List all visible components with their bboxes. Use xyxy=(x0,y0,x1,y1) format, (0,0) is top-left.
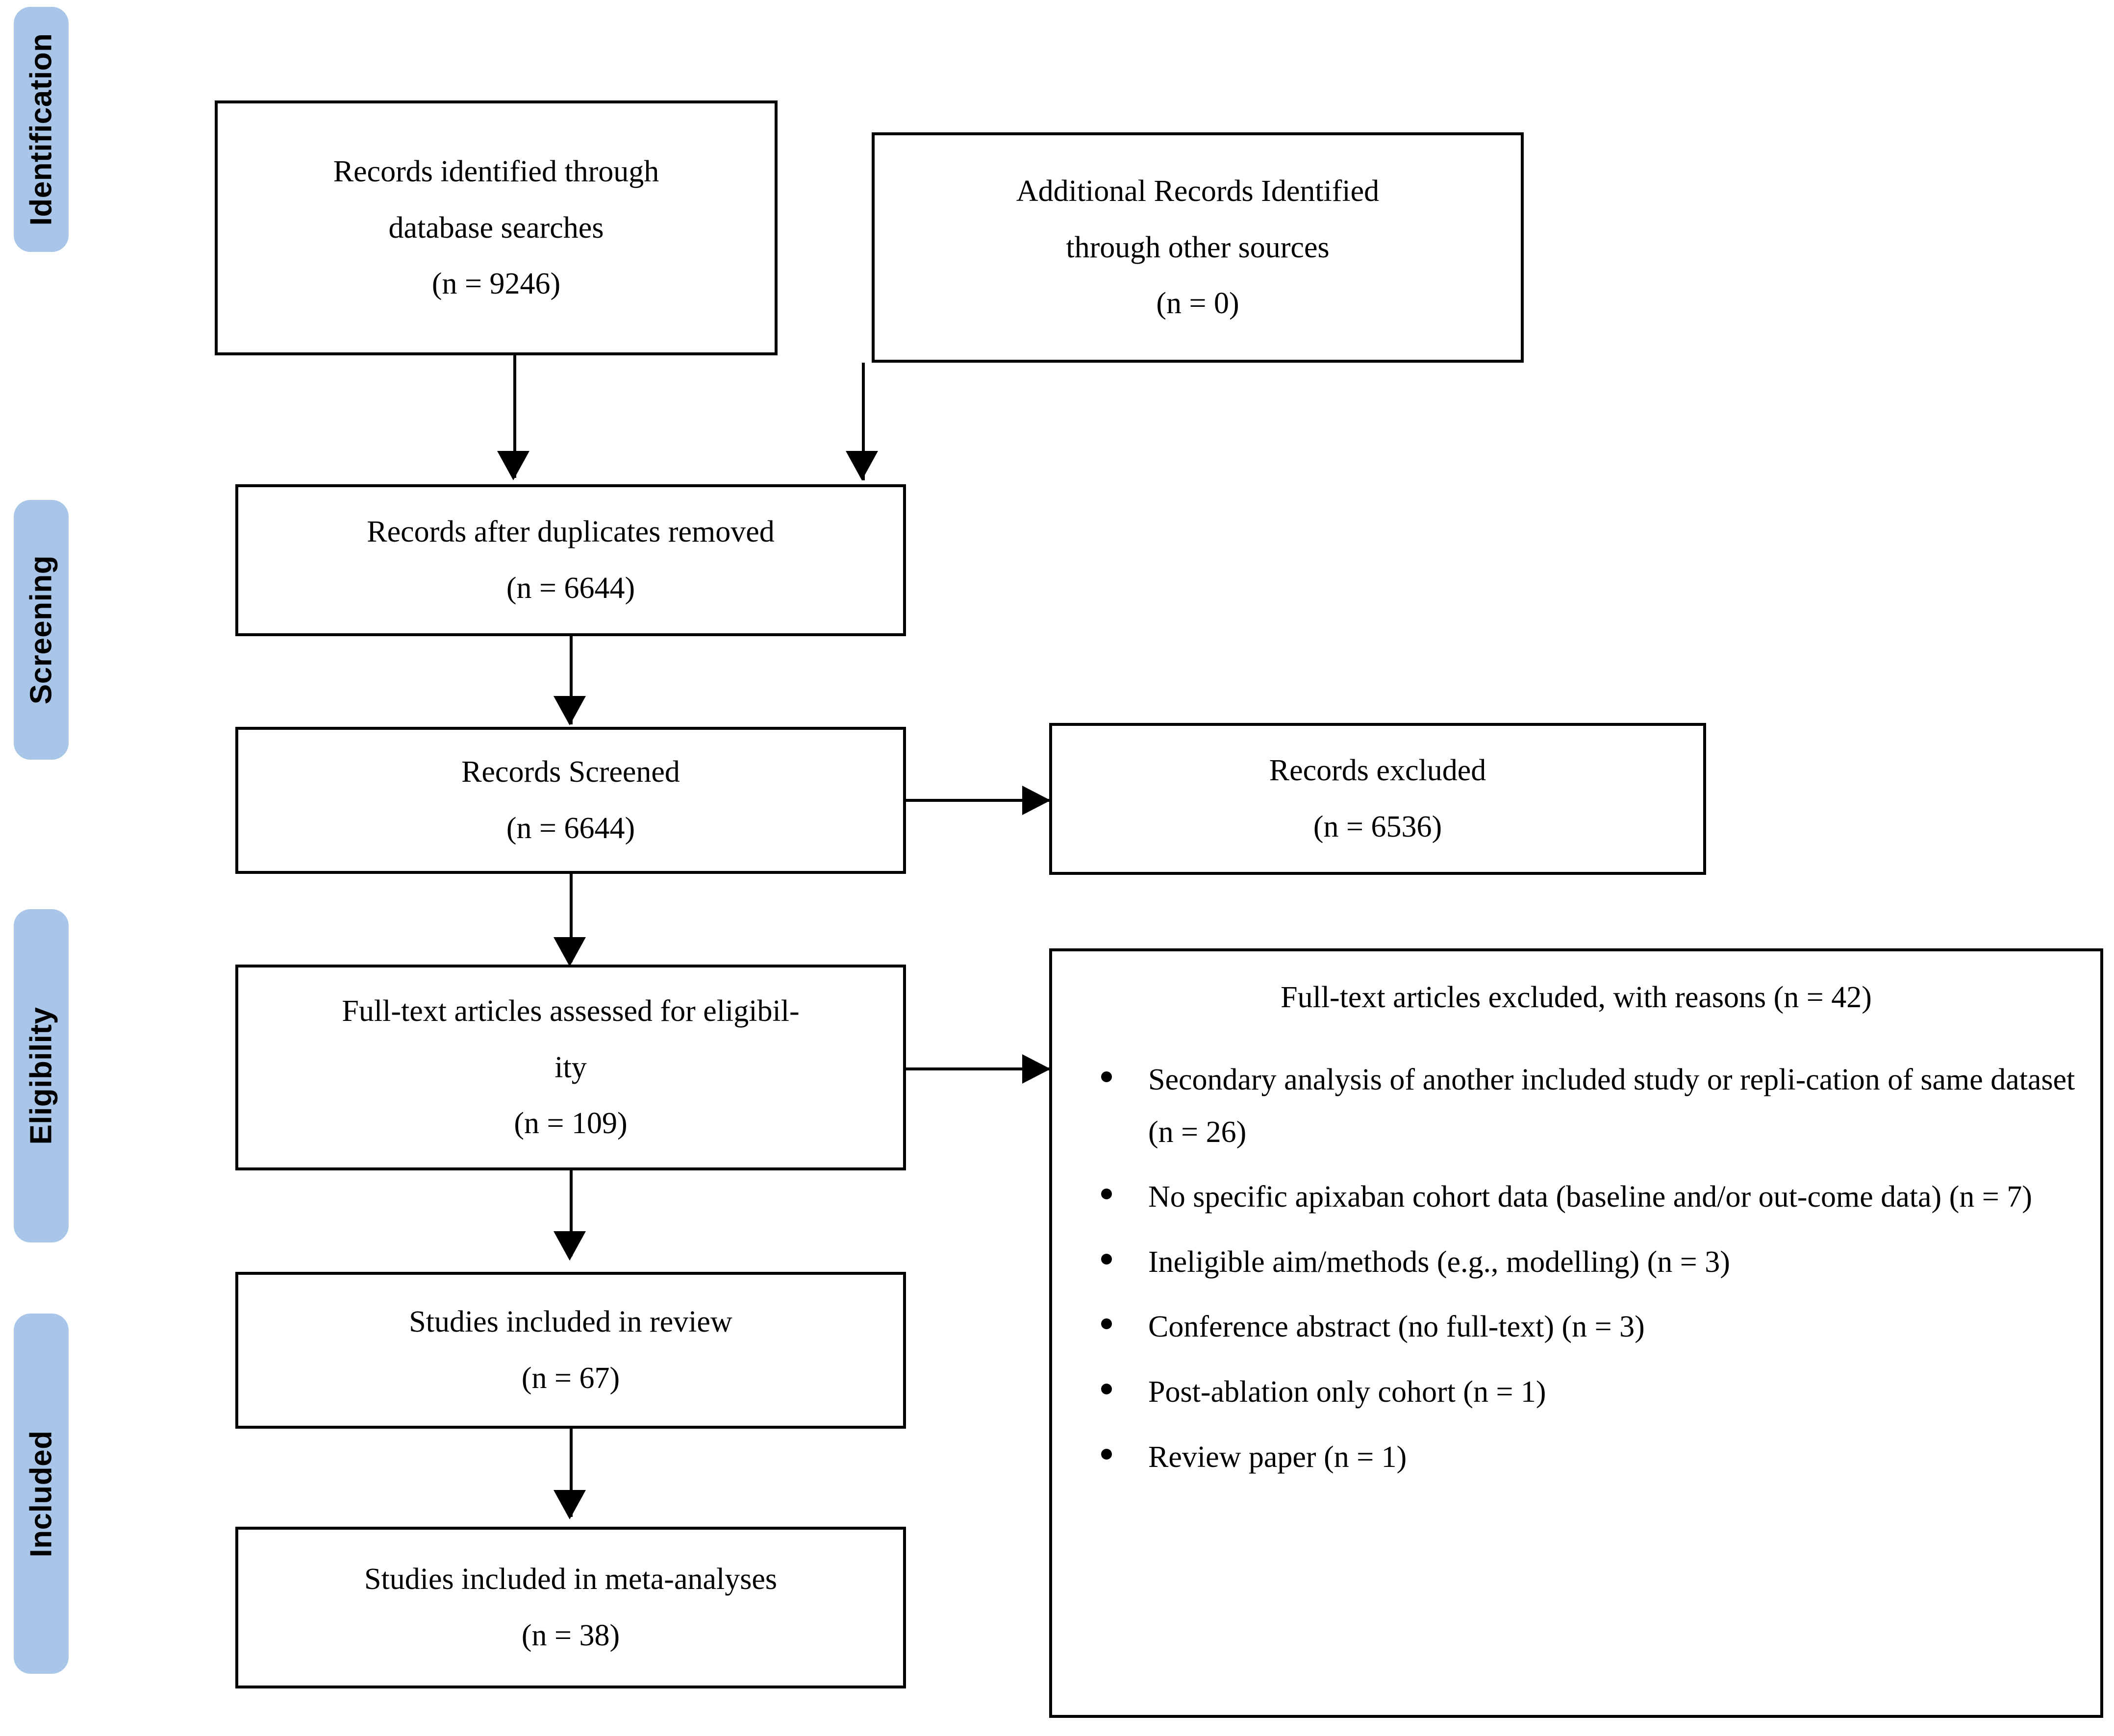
exclusion-reason-text: Ineligible aim/methods (e.g., modelling)… xyxy=(1148,1245,1730,1279)
box-duplicates-removed: Records after duplicates removed (n = 66… xyxy=(235,484,906,636)
exclusion-reason-text: Post-ablation only cohort (n = 1) xyxy=(1148,1375,1546,1409)
exclusion-reason-text: Secondary analysis of another included s… xyxy=(1148,1063,2075,1149)
exclusion-reason-text: Review paper (n = 1) xyxy=(1148,1440,1407,1474)
stage-bar-eligibility: Eligibility xyxy=(14,909,69,1242)
exclusion-reason-item: No specific apixaban cohort data (baseli… xyxy=(1074,1171,2079,1223)
bullet-icon xyxy=(1101,1383,1112,1394)
records-screened-count: (n = 6644) xyxy=(506,812,635,845)
box-studies-meta: Studies included in meta-analyses (n = 3… xyxy=(235,1527,906,1688)
arrowhead-screened-to-fulltext xyxy=(554,937,586,967)
exclusion-reasons-list: Secondary analysis of another included s… xyxy=(1074,1054,2079,1483)
connector-identified-to-duplicates xyxy=(513,355,516,478)
fulltext-excluded-count: (n = 42) xyxy=(1773,981,1872,1014)
arrowhead-identified-to-duplicates xyxy=(497,451,529,480)
stage-bar-included: Included xyxy=(14,1314,69,1674)
connector-screened-to-excluded xyxy=(905,799,1049,802)
additional-records-line1: Additional Records Identified xyxy=(1016,174,1380,208)
additional-records-count: (n = 0) xyxy=(1156,287,1239,321)
arrowhead-additional-to-duplicates xyxy=(846,451,878,480)
bullet-icon xyxy=(1101,1071,1112,1082)
records-identified-count: (n = 9246) xyxy=(431,267,561,301)
box-fulltext-excluded: Full-text articles excluded, with reason… xyxy=(1049,948,2103,1718)
fulltext-assessed-line2: ity xyxy=(554,1050,587,1084)
stage-label-screening: Screening xyxy=(24,555,58,705)
stage-label-included: Included xyxy=(24,1430,58,1557)
box-fulltext-assessed: Full-text articles assessed for eligibil… xyxy=(235,965,906,1170)
fulltext-assessed-line1: Full-text articles assessed for eligibil… xyxy=(342,994,800,1028)
connector-fulltext-to-excluded xyxy=(905,1067,1049,1070)
arrowhead-screened-to-excluded xyxy=(1022,786,1051,815)
bullet-icon xyxy=(1101,1318,1112,1330)
stage-label-identification: Identification xyxy=(24,33,58,226)
box-records-identified: Records identified through database sear… xyxy=(215,100,778,355)
connector-screened-to-fulltext xyxy=(570,874,573,962)
arrowhead-fulltext-to-review xyxy=(554,1231,586,1261)
exclusion-reason-item: Post-ablation only cohort (n = 1) xyxy=(1074,1366,2079,1418)
stage-label-eligibility: Eligibility xyxy=(24,1007,58,1145)
exclusion-reason-text: Conference abstract (no full-text) (n = … xyxy=(1148,1310,1645,1344)
additional-records-line2: through other sources xyxy=(1066,230,1330,264)
studies-meta-count: (n = 38) xyxy=(521,1619,620,1652)
records-identified-line1: Records identified through xyxy=(333,154,659,188)
arrowhead-fulltext-to-excluded xyxy=(1022,1054,1051,1084)
bullet-icon xyxy=(1101,1253,1112,1265)
duplicates-removed-line1: Records after duplicates removed xyxy=(367,515,775,549)
box-studies-review: Studies included in review (n = 67) xyxy=(235,1272,906,1429)
connector-duplicates-to-screened xyxy=(570,636,573,724)
connector-fulltext-to-review xyxy=(570,1170,573,1256)
exclusion-reason-item: Conference abstract (no full-text) (n = … xyxy=(1074,1301,2079,1353)
connector-review-to-meta xyxy=(570,1429,573,1517)
records-screened-line1: Records Screened xyxy=(461,755,680,789)
records-excluded-line1: Records excluded xyxy=(1269,754,1486,788)
exclusion-reason-item: Ineligible aim/methods (e.g., modelling)… xyxy=(1074,1236,2079,1289)
stage-bar-identification: Identification xyxy=(14,7,69,252)
records-identified-line2: database searches xyxy=(388,211,604,245)
box-records-excluded: Records excluded (n = 6536) xyxy=(1049,723,1706,875)
stage-bar-screening: Screening xyxy=(14,500,69,760)
fulltext-excluded-header: Full-text articles excluded, with reason… xyxy=(1074,968,2079,1027)
fulltext-excluded-line1: Full-text articles excluded, with reason… xyxy=(1281,981,1766,1014)
bullet-icon xyxy=(1101,1448,1112,1460)
box-records-screened: Records Screened (n = 6644) xyxy=(235,727,906,874)
bullet-icon xyxy=(1101,1189,1112,1200)
exclusion-reason-text: No specific apixaban cohort data (baseli… xyxy=(1148,1180,2032,1214)
studies-meta-line1: Studies included in meta-analyses xyxy=(364,1562,777,1596)
exclusion-reason-item: Secondary analysis of another included s… xyxy=(1074,1054,2079,1158)
exclusion-reason-item: Review paper (n = 1) xyxy=(1074,1431,2079,1484)
box-additional-records: Additional Records Identified through ot… xyxy=(872,132,1524,363)
studies-review-line1: Studies included in review xyxy=(409,1305,732,1339)
fulltext-assessed-count: (n = 109) xyxy=(514,1107,628,1141)
duplicates-removed-count: (n = 6644) xyxy=(506,571,635,605)
studies-review-count: (n = 67) xyxy=(521,1362,620,1395)
arrowhead-review-to-meta xyxy=(554,1490,586,1519)
arrowhead-duplicates-to-screened xyxy=(554,696,586,725)
connector-additional-to-duplicates xyxy=(862,363,865,480)
records-excluded-count: (n = 6536) xyxy=(1313,810,1442,843)
